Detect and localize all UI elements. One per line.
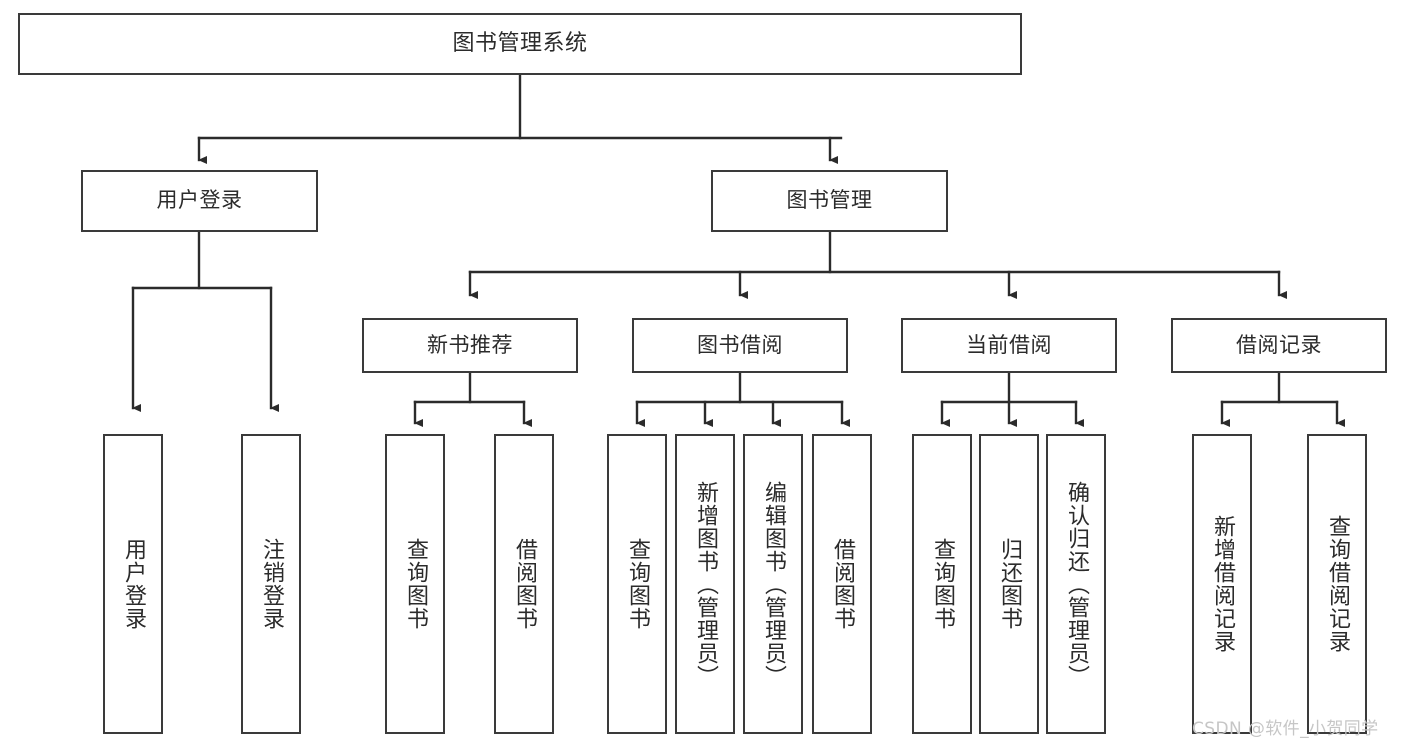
leaf-query-book-recommend[interactable]: 查询图书 <box>385 434 445 734</box>
leaf-confirm-return-admin[interactable]: 确认归还（管理员） <box>1046 434 1106 734</box>
leaf-borrow-book[interactable]: 借阅图书 <box>812 434 872 734</box>
leaf-add-borrow-record[interactable]: 新增借阅记录 <box>1192 434 1252 734</box>
node-label: 借阅记录 <box>1236 332 1322 357</box>
node-label: 查询图书 <box>402 538 428 630</box>
node-book-management[interactable]: 图书管理 <box>711 170 948 232</box>
leaf-user-login[interactable]: 用户登录 <box>103 434 163 734</box>
node-label: 图书管理 <box>786 188 873 213</box>
node-user-login[interactable]: 用户登录 <box>81 170 318 232</box>
node-label: 图书借阅 <box>697 332 783 357</box>
leaf-borrow-book-recommend[interactable]: 借阅图书 <box>494 434 554 734</box>
node-label: 归还图书 <box>996 538 1022 630</box>
node-label: 新增借阅记录 <box>1209 515 1235 653</box>
node-label: 确认归还（管理员） <box>1063 480 1089 688</box>
leaf-query-book-borrow[interactable]: 查询图书 <box>607 434 667 734</box>
node-book-borrow[interactable]: 图书借阅 <box>632 318 848 373</box>
node-label: 查询图书 <box>624 538 650 630</box>
node-label: 查询图书 <box>929 538 955 630</box>
node-label: 新增图书（管理员） <box>692 480 718 688</box>
node-label: 图书管理系统 <box>452 30 588 56</box>
node-borrow-record[interactable]: 借阅记录 <box>1171 318 1387 373</box>
leaf-edit-book-admin[interactable]: 编辑图书（管理员） <box>743 434 803 734</box>
leaf-logout[interactable]: 注销登录 <box>241 434 301 734</box>
node-root-book-management-system[interactable]: 图书管理系统 <box>18 13 1022 75</box>
node-label: 查询借阅记录 <box>1324 515 1350 653</box>
leaf-add-book-admin[interactable]: 新增图书（管理员） <box>675 434 735 734</box>
node-label: 用户登录 <box>156 188 243 213</box>
node-label: 注销登录 <box>258 538 284 630</box>
node-label: 编辑图书（管理员） <box>760 480 786 688</box>
node-current-borrow[interactable]: 当前借阅 <box>901 318 1117 373</box>
node-label: 借阅图书 <box>511 538 537 630</box>
node-label: 用户登录 <box>120 538 146 630</box>
node-label: 当前借阅 <box>966 332 1052 357</box>
node-new-book-recommend[interactable]: 新书推荐 <box>362 318 578 373</box>
node-label: 新书推荐 <box>427 332 513 357</box>
leaf-query-borrow-record[interactable]: 查询借阅记录 <box>1307 434 1367 734</box>
leaf-return-book[interactable]: 归还图书 <box>979 434 1039 734</box>
leaf-query-book-current[interactable]: 查询图书 <box>912 434 972 734</box>
csdn-watermark: CSDN @软件_小贺同学 <box>1192 719 1379 739</box>
node-label: 借阅图书 <box>829 538 855 630</box>
